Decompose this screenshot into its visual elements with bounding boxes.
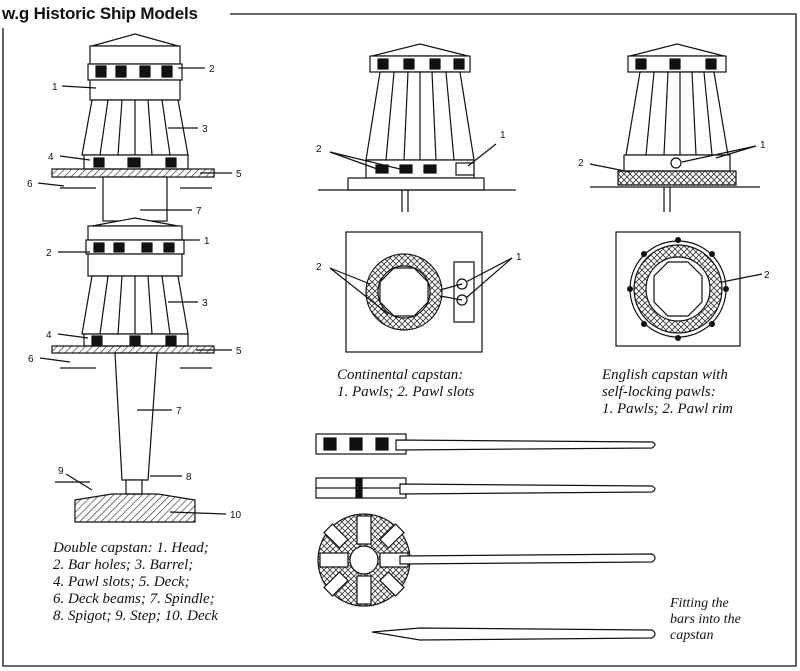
label-barrel-lower: 3: [202, 298, 208, 309]
bars-drawing: [315, 433, 656, 641]
double-capstan-number-labels: 1 2 3 4 5 6 7 1 2 3 4 5 6 7 8 9 10: [27, 64, 242, 521]
label-spindle-lower: 7: [176, 406, 182, 417]
bars-caption: Fitting the bars into the capstan: [670, 596, 741, 643]
label-pawl-slots-plan: 2: [316, 262, 322, 273]
english-capstan-caption: English capstan with self-locking pawls:…: [602, 367, 733, 417]
label-spindle: 7: [196, 206, 202, 217]
label-bar-holes-lower: 2: [46, 248, 52, 259]
english-capstan-number-labels: 1 2 2: [578, 140, 770, 281]
continental-capstan-plan: [329, 231, 513, 353]
page-frame: [2, 13, 797, 667]
english-capstan-plan: [615, 231, 763, 347]
english-capstan-elevation: [589, 43, 760, 212]
label-deck: 5: [236, 169, 242, 180]
page-title: w.g Historic Ship Models: [2, 4, 202, 24]
label-deck-lower: 5: [236, 346, 242, 357]
label-bar-holes: 2: [209, 64, 215, 75]
continental-capstan-number-labels: 1 2 2 1: [316, 130, 522, 273]
label-pawls-elevation: 1: [500, 130, 506, 141]
label-pawl-rim-elevation: 2: [578, 158, 584, 169]
label-head-lower: 1: [204, 236, 210, 247]
label-pawl-slots-elevation: 2: [316, 144, 322, 155]
continental-capstan-caption: Continental capstan: 1. Pawls; 2. Pawl s…: [337, 367, 475, 400]
double-capstan-drawing: [37, 33, 232, 523]
label-pawls-plan: 1: [516, 252, 522, 263]
label-step: 9: [58, 466, 64, 477]
label-pawls: 1: [760, 140, 766, 151]
label-pawl-slots-lower: 4: [46, 330, 52, 341]
double-capstan-caption: Double capstan: 1. Head; 2. Bar holes; 3…: [53, 540, 218, 624]
label-head: 1: [52, 82, 58, 93]
label-pawl-rim-plan: 2: [764, 270, 770, 281]
label-deck-bottom: 10: [230, 510, 242, 521]
label-barrel: 3: [202, 124, 208, 135]
label-pawl-slots: 4: [48, 152, 54, 163]
label-deck-beams-lower: 6: [28, 354, 34, 365]
continental-capstan-elevation: [318, 43, 516, 212]
label-spigot: 8: [186, 472, 192, 483]
label-deck-beams: 6: [27, 179, 33, 190]
